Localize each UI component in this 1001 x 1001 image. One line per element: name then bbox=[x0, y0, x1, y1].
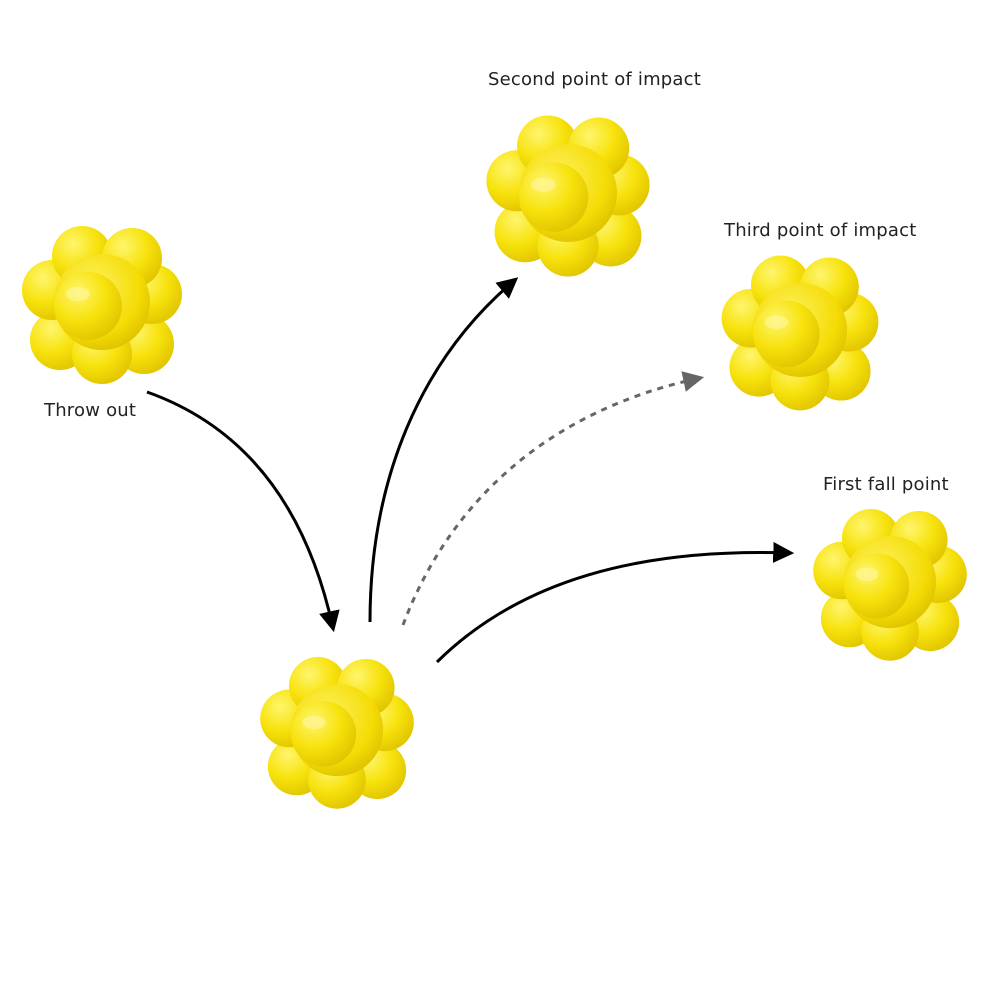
ball-second-impact bbox=[486, 115, 650, 277]
curved-arrow-icon bbox=[368, 277, 519, 623]
reaction-ball-icon bbox=[813, 509, 967, 661]
dashed-curved-arrow-icon bbox=[401, 371, 705, 626]
reaction-ball-icon bbox=[721, 255, 879, 411]
ball-first-fall bbox=[813, 509, 967, 661]
label-second-point: Second point of impact bbox=[488, 69, 702, 90]
label-first-fall: First fall point bbox=[823, 474, 949, 495]
label-throw-out: Throw out bbox=[44, 400, 137, 421]
label-third-point: Third point of impact bbox=[724, 220, 917, 241]
reaction-ball-icon bbox=[260, 657, 414, 809]
ball-bounce-point bbox=[260, 657, 414, 809]
curved-arrow-icon bbox=[435, 541, 795, 664]
reaction-ball-icon bbox=[22, 226, 182, 384]
ball-throw-start bbox=[22, 226, 182, 384]
curved-arrow-icon bbox=[146, 390, 340, 633]
ball-third-impact bbox=[721, 255, 879, 411]
reaction-ball-icon bbox=[486, 115, 650, 277]
